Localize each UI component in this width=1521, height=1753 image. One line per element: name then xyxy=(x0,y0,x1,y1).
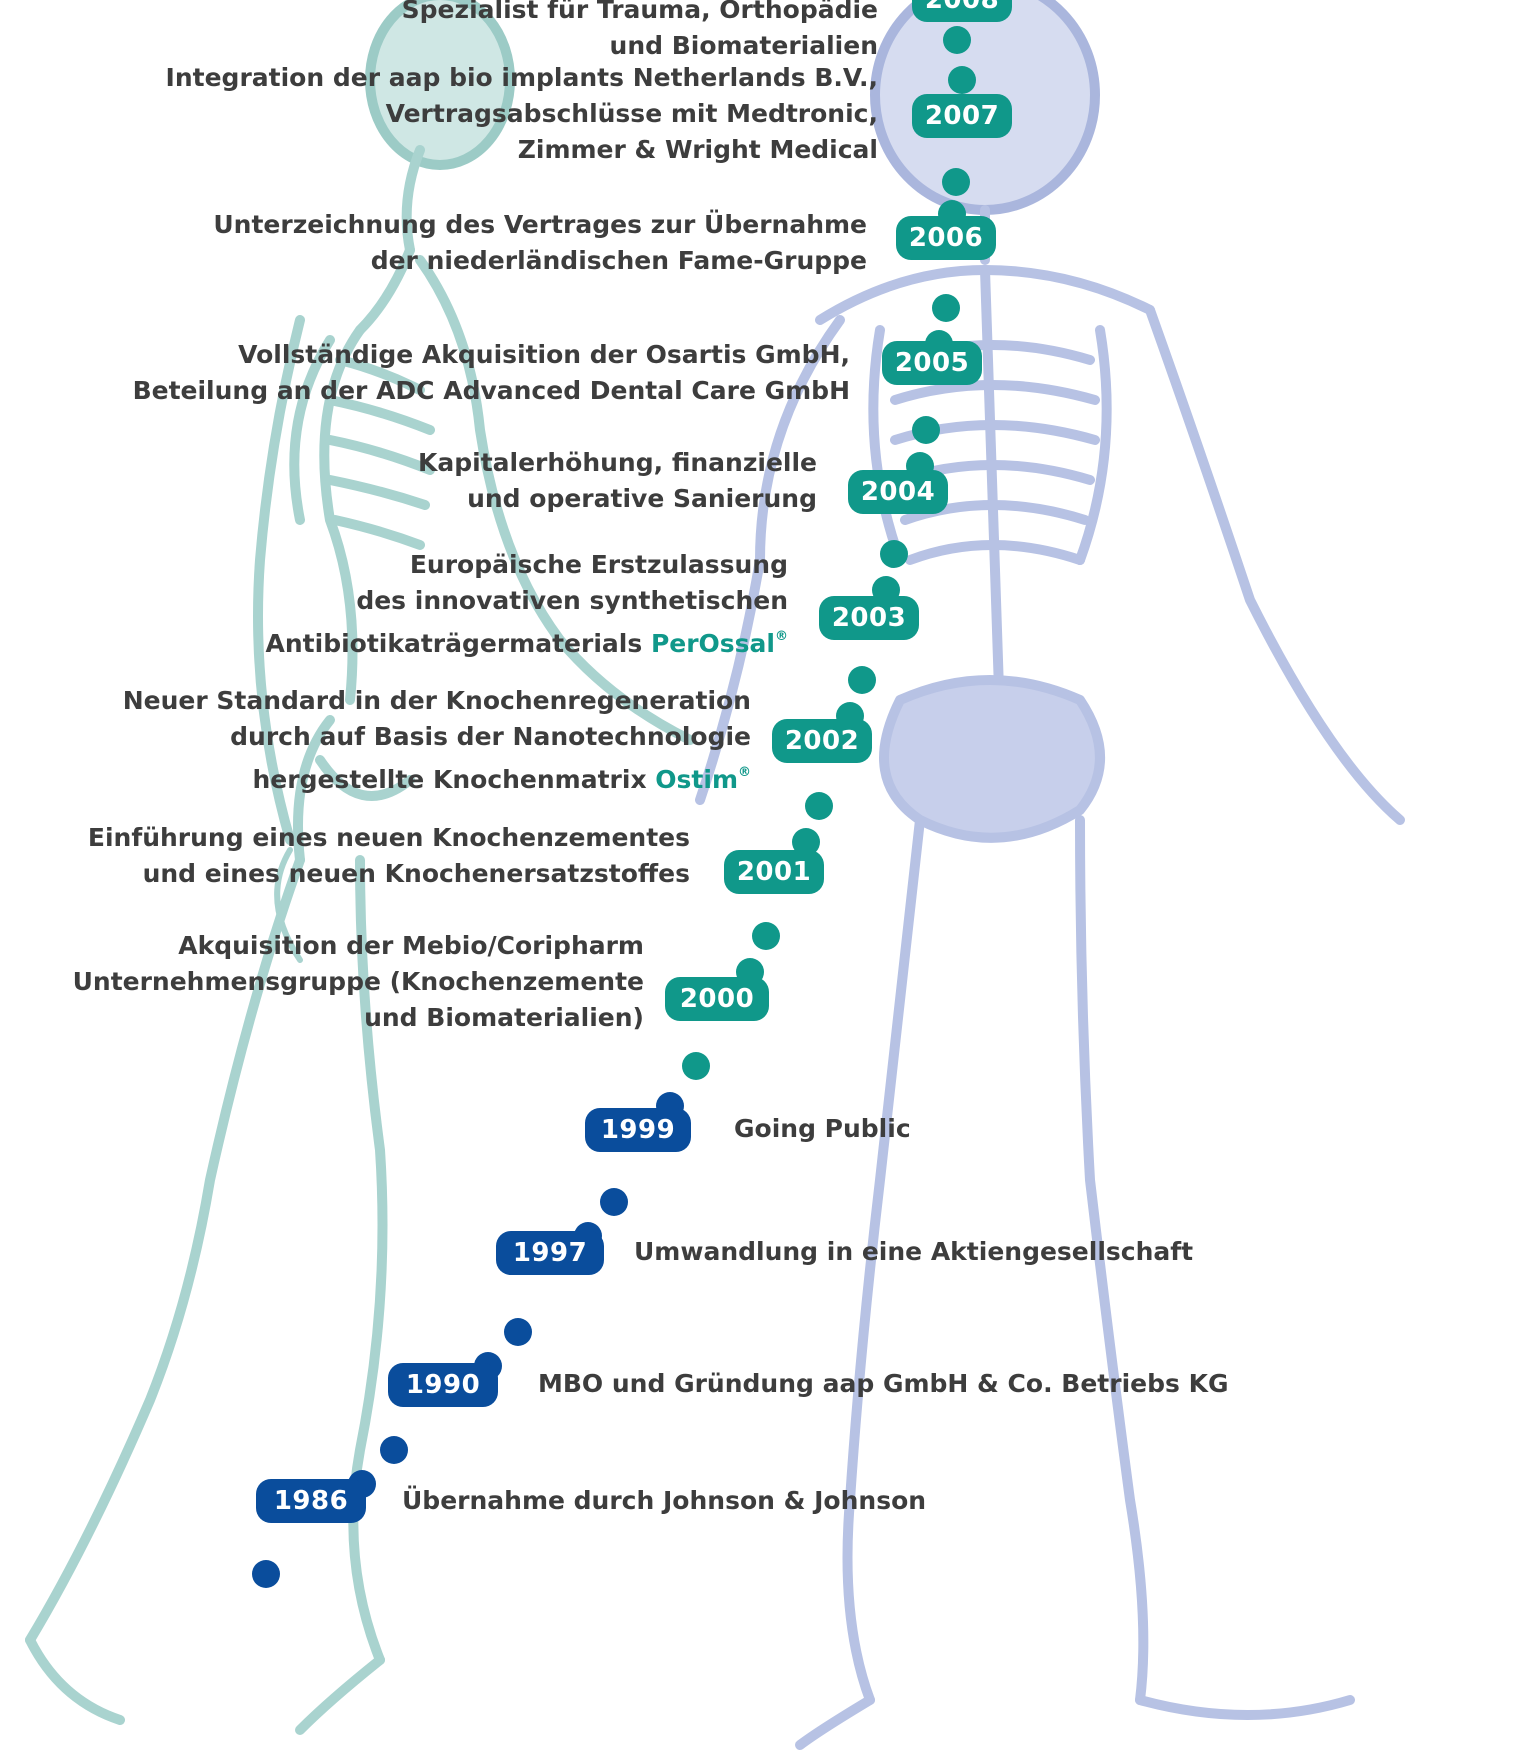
event-description-2008: aap Implantate AGSpezialist für Trauma, … xyxy=(402,0,878,64)
event-text-line: der niederländischen Fame-Gruppe xyxy=(213,243,867,279)
event-text-line: Akquisition der Mebio/Coripharm xyxy=(73,928,644,964)
event-text-line: und Biomaterialien xyxy=(402,28,878,64)
event-text-line: und Biomaterialien) xyxy=(73,1000,644,1036)
timeline-dot xyxy=(752,922,780,950)
timeline-dot xyxy=(252,1560,280,1588)
year-badge-2004: 2004 xyxy=(848,470,948,514)
event-text-line: Zimmer & Wright Medical xyxy=(166,132,878,168)
timeline-dot xyxy=(948,66,976,94)
event-description-2005: Vollständige Akquisition der Osartis Gmb… xyxy=(133,337,850,409)
event-text-line: hergestellte Knochenmatrix Ostim® xyxy=(123,755,751,798)
event-description-1986: Übernahme durch Johnson & Johnson xyxy=(402,1483,926,1519)
event-text-line: Vollständige Akquisition der Osartis Gmb… xyxy=(133,337,850,373)
event-description-1990: MBO und Gründung aap GmbH & Co. Betriebs… xyxy=(538,1366,1228,1402)
event-text-line: Going Public xyxy=(734,1111,911,1147)
event-text-line: Vertragsabschlüsse mit Medtronic, xyxy=(166,96,878,132)
year-badge-2007: 2007 xyxy=(912,94,1012,138)
event-description-2002: Neuer Standard in der Knochenregeneratio… xyxy=(123,683,751,798)
timeline-dot xyxy=(848,666,876,694)
event-description-2007: Integration der aap bio implants Netherl… xyxy=(166,60,878,168)
event-description-2006: Unterzeichnung des Vertrages zur Übernah… xyxy=(213,207,867,279)
event-text-line: Übernahme durch Johnson & Johnson xyxy=(402,1483,926,1519)
event-text-line: MBO und Gründung aap GmbH & Co. Betriebs… xyxy=(538,1366,1228,1402)
event-text-line: Europäische Erstzulassung xyxy=(266,547,788,583)
year-badge-2000: 2000 xyxy=(665,977,769,1021)
timeline-dot xyxy=(504,1318,532,1346)
year-badge-2002: 2002 xyxy=(772,719,872,763)
year-badge-1990: 1990 xyxy=(388,1363,498,1407)
event-text-line: Neuer Standard in der Knochenregeneratio… xyxy=(123,683,751,719)
registered-mark: ® xyxy=(738,765,751,780)
year-badge-2008: 2008 xyxy=(912,0,1012,22)
year-badge-1986: 1986 xyxy=(256,1479,366,1523)
timeline-dot xyxy=(805,792,833,820)
timeline-dot xyxy=(943,26,971,54)
event-text-line: durch auf Basis der Nanotechnologie xyxy=(123,719,751,755)
timeline-dot xyxy=(880,540,908,568)
event-text-line: Integration der aap bio implants Netherl… xyxy=(166,60,878,96)
year-badge-2006: 2006 xyxy=(896,216,996,260)
year-badge-1997: 1997 xyxy=(496,1231,604,1275)
event-text-line: Umwandlung in eine Aktiengesellschaft xyxy=(634,1234,1193,1270)
timeline-dot xyxy=(600,1188,628,1216)
year-badge-2003: 2003 xyxy=(819,596,919,640)
timeline-dot xyxy=(682,1052,710,1080)
year-badge-2005: 2005 xyxy=(882,341,982,385)
product-name: Ostim xyxy=(655,765,738,794)
timeline-dot xyxy=(932,294,960,322)
event-text-line: Kapitalerhöhung, finanzielle xyxy=(418,445,817,481)
event-text-line: Beteilung an der ADC Advanced Dental Car… xyxy=(133,373,850,409)
event-text-line: Unterzeichnung des Vertrages zur Übernah… xyxy=(213,207,867,243)
event-text-line: Einführung eines neuen Knochenzementes xyxy=(88,820,690,856)
registered-mark: ® xyxy=(775,629,788,644)
event-text-line: und operative Sanierung xyxy=(418,481,817,517)
event-text-line: Antibiotikaträgermaterials PerOssal® xyxy=(266,619,788,662)
event-text-line: und eines neuen Knochenersatzstoffes xyxy=(88,856,690,892)
year-badge-2001: 2001 xyxy=(724,850,824,894)
event-text-line: des innovativen synthetischen xyxy=(266,583,788,619)
timeline-dot xyxy=(380,1436,408,1464)
timeline-dot xyxy=(942,168,970,196)
timeline-dot xyxy=(912,416,940,444)
event-description-1997: Umwandlung in eine Aktiengesellschaft xyxy=(634,1234,1193,1270)
event-description-1999: Going Public xyxy=(734,1111,911,1147)
event-text-line: Spezialist für Trauma, Orthopädie xyxy=(402,0,878,28)
product-name: PerOssal xyxy=(651,629,775,658)
year-badge-1999: 1999 xyxy=(585,1108,691,1152)
event-text-line: Unternehmensgruppe (Knochenzemente xyxy=(73,964,644,1000)
